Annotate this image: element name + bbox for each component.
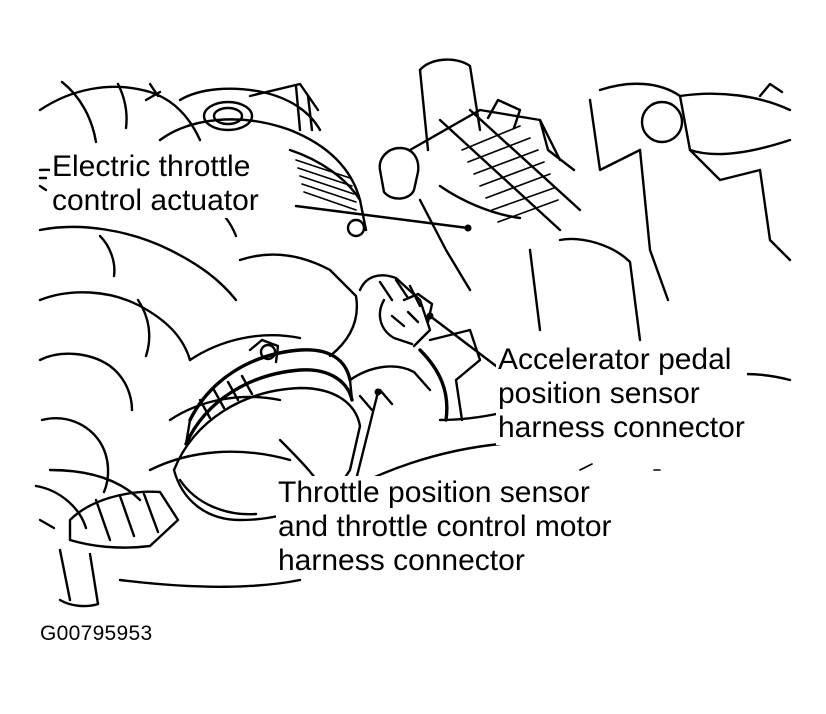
callout-tps-motor-line3: harness connector <box>278 544 525 577</box>
lower-hose <box>38 490 180 608</box>
throttle-body-top <box>158 82 368 238</box>
callout-tps-motor-line2: and throttle control motor <box>278 510 612 543</box>
callout-actuator-line1: Electric throttle <box>52 150 251 183</box>
leader-actuator <box>294 204 470 230</box>
intake-outline <box>34 80 238 530</box>
leader-tps-motor <box>352 390 380 490</box>
callout-tps-motor: Throttle position sensor and throttle co… <box>276 476 614 578</box>
callout-app-sensor-line2: position sensor <box>498 377 700 410</box>
callout-actuator: Electric throttle control actuator <box>50 150 261 218</box>
callout-tps-motor-line1: Throttle position sensor <box>278 476 590 509</box>
leader-lines <box>294 204 506 490</box>
harness-connectors <box>348 274 482 422</box>
callout-app-sensor-line1: Accelerator pedal <box>498 343 732 376</box>
actuator-housing <box>378 58 582 292</box>
callout-app-sensor-line3: harness connector <box>498 411 745 444</box>
callout-app-sensor: Accelerator pedal position sensor harnes… <box>496 343 747 445</box>
right-bracket <box>528 82 792 342</box>
hose-clamp <box>172 338 362 522</box>
leader-app-sensor <box>428 314 506 374</box>
figure-id: G00795953 <box>40 622 153 645</box>
callout-actuator-line2: control actuator <box>52 184 259 217</box>
